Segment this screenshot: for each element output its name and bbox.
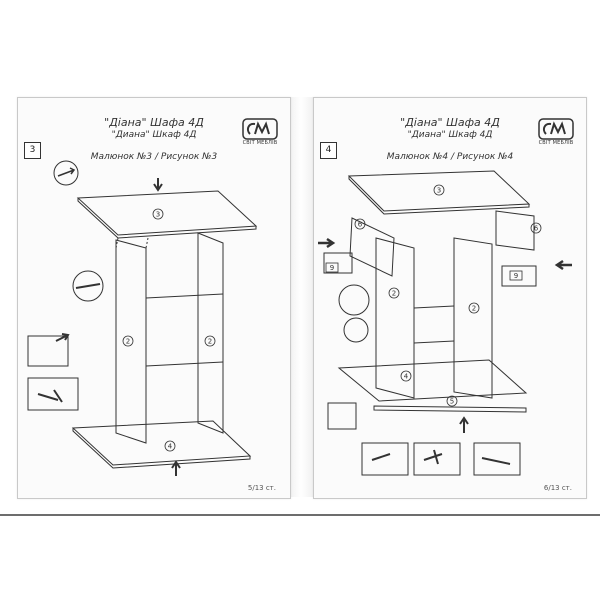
- hinge-detail-right: [501, 265, 537, 287]
- right-side-panel: [197, 232, 224, 434]
- left-side-panel: [115, 239, 147, 444]
- part-label: 2: [472, 305, 476, 313]
- page-subtitle: "Диана" Шкаф 4Д: [111, 130, 197, 140]
- part-label: 9: [330, 264, 334, 272]
- page-title: "Діана" Шафа 4Д: [104, 116, 204, 129]
- instruction-page-4: 4 "Діана" Шафа 4Д "Диана" Шкаф 4Д Малюно…: [313, 97, 587, 499]
- step-number-box: 4: [320, 142, 337, 159]
- part-label: 5: [450, 398, 454, 406]
- hammer-icon: [37, 389, 63, 403]
- arrow-right-icon: [55, 333, 70, 342]
- arrow-up-icon: [459, 416, 469, 433]
- right-door: [495, 210, 535, 251]
- corner-bracket-detail: [327, 402, 357, 430]
- step-number-box: 3: [24, 142, 41, 159]
- logo-text: СВІТ МЕБЛІВ: [538, 140, 574, 146]
- brand-logo: СВІТ МЕБЛІВ: [532, 118, 580, 146]
- assembly-drawing-3: 3 2 2 4: [27, 160, 258, 476]
- figure-caption: Малюнок №4 / Рисунок №4: [386, 152, 514, 162]
- arrow-up-icon: [171, 460, 181, 476]
- left-side-panel: [375, 237, 415, 399]
- detail-box-screw: [473, 442, 521, 476]
- detail-circle-knob: [343, 317, 369, 343]
- top-panel: [76, 190, 258, 236]
- part-label: 3: [156, 211, 160, 219]
- page-number: 6/13 ст.: [543, 484, 572, 492]
- part-label: 2: [208, 338, 212, 346]
- hinge-detail-left: [323, 252, 353, 274]
- top-panel-edge: [348, 176, 530, 215]
- instruction-page-3: 3 "Діана" Шафа 4Д "Диана" Шкаф 4Д Малюно…: [17, 97, 291, 499]
- page-number: 5/13 ст.: [247, 484, 276, 492]
- part-label: 2: [392, 290, 396, 298]
- part-label: 4: [168, 443, 173, 451]
- detail-box-cam: [413, 442, 461, 476]
- figure-caption: Малюнок №3 / Рисунок №3: [90, 152, 218, 162]
- assembly-drawing-4: 3 6 6 2 2 9 9 4 5: [318, 170, 572, 476]
- screw-icon: [57, 167, 76, 177]
- dowel-icon: [75, 283, 101, 289]
- shelves: [413, 305, 455, 344]
- logo-mark-icon: [242, 118, 278, 140]
- screw-icon: [423, 449, 443, 465]
- part-label: 3: [437, 187, 441, 195]
- page-fold: [289, 97, 313, 497]
- bottom-panel-edge: [72, 428, 251, 469]
- bottom-panel: [337, 359, 528, 402]
- part-label: 9: [514, 272, 518, 280]
- plinth-bar: [373, 405, 527, 413]
- arrow-right-icon: [318, 237, 336, 249]
- detail-box-dowel: [361, 442, 409, 476]
- part-label: 6: [358, 221, 363, 229]
- part-label: 2: [126, 338, 130, 346]
- shelves: [145, 293, 224, 367]
- dowel-icon: [481, 457, 511, 465]
- detail-box-hammer: [27, 377, 79, 411]
- part-label: 4: [404, 373, 409, 381]
- arrow-left-icon: [554, 259, 572, 271]
- page-title: "Діана" Шафа 4Д: [400, 116, 500, 129]
- logo-text: СВІТ МЕБЛІВ: [242, 140, 278, 146]
- brand-logo: СВІТ МЕБЛІВ: [236, 118, 284, 146]
- detail-circle-top: [53, 160, 79, 186]
- right-side-panel: [453, 237, 493, 399]
- detail-box-cap: [27, 335, 69, 367]
- page-subtitle: "Диана" Шкаф 4Д: [407, 130, 493, 140]
- arrow-down-icon: [153, 178, 163, 192]
- part-label: 6: [534, 225, 539, 233]
- left-door: [349, 217, 395, 277]
- dowel-icon: [371, 453, 391, 461]
- scan-edge-line: [0, 514, 600, 516]
- detail-circle-middle: [72, 270, 104, 302]
- guide-lines: [115, 237, 149, 249]
- logo-mark-icon: [538, 118, 574, 140]
- detail-circle-handle: [338, 284, 370, 316]
